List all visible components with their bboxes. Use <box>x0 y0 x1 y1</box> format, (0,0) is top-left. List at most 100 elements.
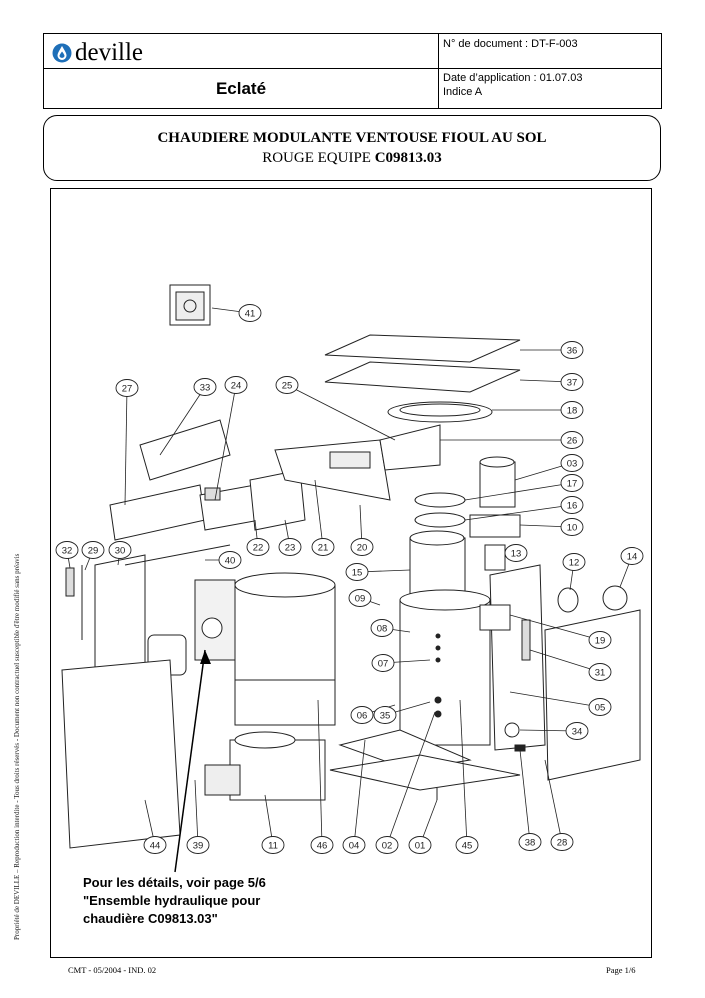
callout-12: 12 <box>562 553 586 571</box>
callout-number: 32 <box>62 546 73 557</box>
leader-line-24 <box>214 384 237 501</box>
callout-34: 34 <box>565 722 589 740</box>
callout-number: 08 <box>377 624 388 635</box>
application-info: Date d’application : 01.07.03 Indice A <box>443 71 582 99</box>
header-divider-horizontal <box>44 68 661 69</box>
callout-number: 24 <box>231 381 242 392</box>
leader-line-02 <box>386 711 436 846</box>
callout-03: 03 <box>560 454 584 472</box>
callout-25: 25 <box>275 376 299 394</box>
callout-number: 27 <box>122 384 133 395</box>
footer-reference: CMT - 05/2004 - IND. 02 <box>68 965 157 975</box>
callout-number: 39 <box>193 841 204 852</box>
callout-14: 14 <box>620 547 644 565</box>
note-arrow <box>174 649 206 873</box>
callout-26: 26 <box>560 431 584 449</box>
product-title-box: CHAUDIERE MODULANTE VENTOUSE FIOUL AU SO… <box>43 115 661 181</box>
callout-23: 23 <box>278 538 302 556</box>
callout-number: 10 <box>567 523 578 534</box>
callout-number: 05 <box>595 703 606 714</box>
callout-24: 24 <box>224 376 248 394</box>
leader-line-17 <box>464 482 573 501</box>
callout-27: 27 <box>115 379 139 397</box>
callout-19: 19 <box>588 631 612 649</box>
callout-32: 32 <box>55 541 79 559</box>
callout-44: 44 <box>143 836 167 854</box>
callout-number: 28 <box>557 838 568 849</box>
callout-number: 01 <box>415 841 426 852</box>
callout-number: 37 <box>567 378 578 389</box>
leader-line-33 <box>159 386 206 456</box>
leader-line-39 <box>194 779 199 846</box>
detail-note: Pour les détails, voir page 5/6 "Ensembl… <box>83 874 266 928</box>
callout-36: 36 <box>560 341 584 359</box>
drop-logo-icon <box>52 43 72 63</box>
application-date: Date d’application : 01.07.03 <box>443 72 583 84</box>
leader-line-45 <box>459 699 468 846</box>
callout-number: 17 <box>567 479 578 490</box>
revision-index: Indice A <box>443 86 483 98</box>
callout-number: 45 <box>462 841 473 852</box>
callout-number: 20 <box>357 543 368 554</box>
callout-number: 29 <box>88 546 99 557</box>
callout-number: 26 <box>567 436 578 447</box>
callout-01: 01 <box>408 836 432 854</box>
callout-16: 16 <box>560 496 584 514</box>
page-title: Eclaté <box>215 78 267 98</box>
callout-number: 11 <box>268 841 278 852</box>
callout-09: 09 <box>348 589 372 607</box>
note-line-2: "Ensemble hydraulique pour <box>83 893 261 908</box>
callout-05: 05 <box>588 698 612 716</box>
callout-40: 40 <box>218 551 242 569</box>
leader-line-25 <box>286 384 396 441</box>
deville-logo: deville <box>52 39 143 67</box>
callout-number: 40 <box>225 556 236 567</box>
callout-number: 36 <box>567 346 578 357</box>
callout-number: 16 <box>567 501 578 512</box>
callout-20: 20 <box>350 538 374 556</box>
callout-number: 25 <box>282 381 293 392</box>
note-line-3: chaudière C09813.03" <box>83 911 218 926</box>
callout-number: 21 <box>318 543 329 554</box>
product-title: CHAUDIERE MODULANTE VENTOUSE FIOUL AU SO… <box>157 130 547 146</box>
callout-46: 46 <box>310 836 334 854</box>
callout-number: 23 <box>285 543 296 554</box>
leader-line-28 <box>544 759 563 843</box>
callout-number: 33 <box>200 383 211 394</box>
header-divider-vertical <box>438 34 439 108</box>
callout-number: 02 <box>382 841 393 852</box>
callout-number: 34 <box>572 727 583 738</box>
callout-number: 06 <box>357 711 368 722</box>
logo-wordmark: deville <box>75 39 144 66</box>
callout-38: 38 <box>518 833 542 851</box>
product-variant: ROUGE EQUIPE <box>262 150 371 166</box>
product-code: C09813.03 <box>374 150 442 166</box>
callout-number: 18 <box>567 406 578 417</box>
callout-number: 15 <box>352 568 363 579</box>
callout-10: 10 <box>560 518 584 536</box>
callout-28: 28 <box>550 833 574 851</box>
callout-number: 19 <box>595 636 606 647</box>
callout-18: 18 <box>560 401 584 419</box>
callout-35: 35 <box>373 706 397 724</box>
callout-number: 04 <box>349 841 360 852</box>
callout-number: 03 <box>567 459 578 470</box>
leader-line-05 <box>509 691 601 708</box>
document-number: N° de document : DT-F-003 <box>443 38 578 50</box>
callout-29: 29 <box>81 541 105 559</box>
callout-number: 30 <box>115 546 126 557</box>
leader-line-19 <box>509 614 601 641</box>
callout-31: 31 <box>588 663 612 681</box>
callout-number: 09 <box>355 594 366 605</box>
callout-11: 11 <box>261 836 285 854</box>
callout-number: 44 <box>150 841 161 852</box>
exploded-view-frame <box>50 188 652 958</box>
leader-line-31 <box>529 649 601 673</box>
callout-number: 31 <box>595 668 606 679</box>
copyright-side-text: Propriété de DEVILLE – Reproduction inte… <box>13 553 21 940</box>
callout-02: 02 <box>375 836 399 854</box>
callout-number: 35 <box>380 711 391 722</box>
callout-21: 21 <box>311 538 335 556</box>
